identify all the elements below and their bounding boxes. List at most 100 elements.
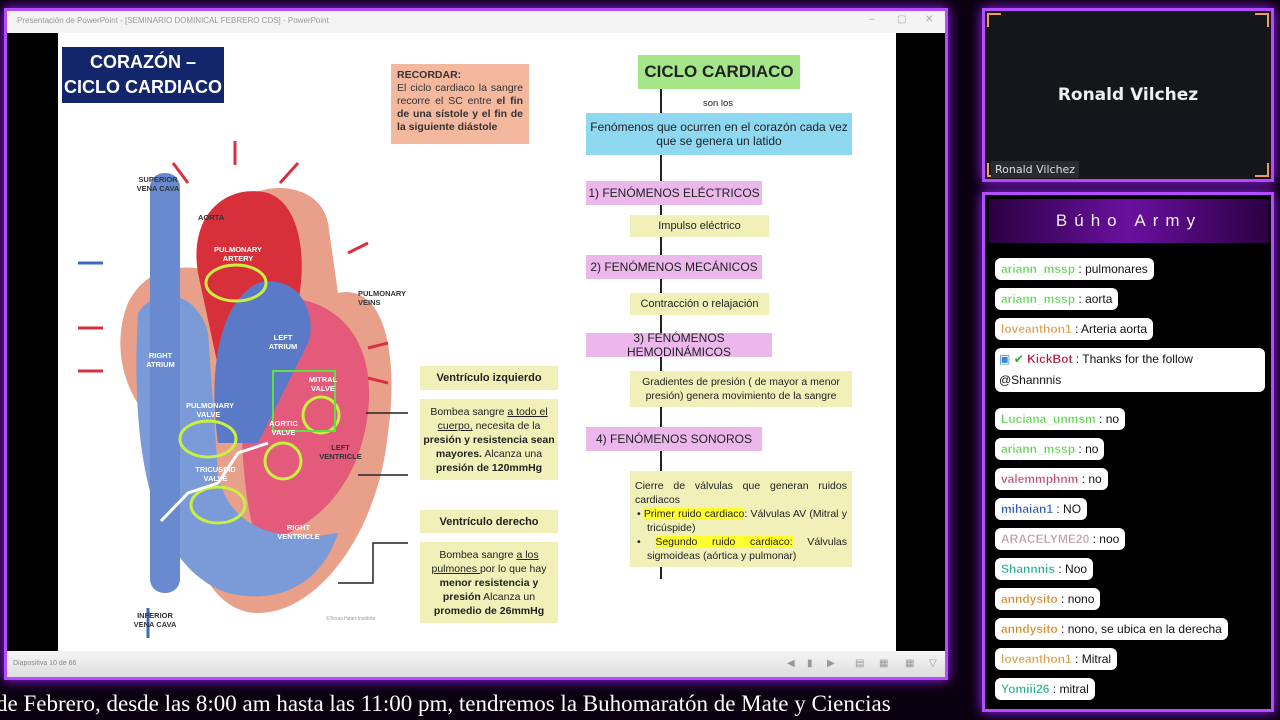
map-f2-desc: Contracción o relajación (630, 293, 769, 315)
chat-message: anndysito : nono, se ubica en la derecha (995, 618, 1228, 640)
chat-username[interactable]: KickBot (1027, 352, 1073, 366)
chat-text: no (1105, 412, 1120, 426)
chat-text-mention: @Shannnis (999, 373, 1062, 387)
chat-username[interactable]: ARACELYME20 (1001, 532, 1090, 546)
chat-text: pulmonares (1085, 262, 1148, 276)
chat-text: Thanks for the follow (1082, 352, 1193, 366)
previous-slide-icon[interactable]: ◀ (787, 658, 795, 669)
first-sound-highlight: Primer ruido cardiaco (643, 508, 745, 520)
recordar-heading: RECORDAR: (397, 69, 462, 81)
chat-text: no (1085, 442, 1099, 456)
chat-username[interactable]: loveanthon1 (1001, 652, 1072, 666)
chat-username[interactable]: mihaian1 (1001, 502, 1054, 516)
vd-label: Ventrículo derecho (420, 510, 558, 533)
vd-description: Bombea sangre a los pulmones por lo que … (420, 542, 558, 623)
vi-t1: Bombea sangre (430, 406, 508, 418)
next-slide-icon[interactable]: ▶ (827, 658, 835, 669)
label-left-ventricle: LEFT VENTRICLE (319, 443, 362, 461)
title-bar: Presentación de PowerPoint - [SEMINARIO … (7, 11, 945, 33)
vi-label: Ventrículo izquierdo (420, 366, 558, 390)
vi-b2: presión de 120mmHg (435, 462, 543, 474)
chat-username[interactable]: anndysito (1001, 592, 1058, 606)
heart-diagram (78, 141, 408, 638)
chat-username[interactable]: loveanthon1 (1001, 322, 1072, 336)
map-son-los: son los (702, 98, 734, 109)
chat-username[interactable]: ariann_mssp (1001, 262, 1076, 276)
chat-username[interactable]: Yomiii26 (1001, 682, 1050, 696)
chat-message: ariann_mssp : no (995, 438, 1105, 460)
chat-text: Arteria aorta (1081, 322, 1148, 336)
slide-title: CORAZÓN – CICLO CARDIACO (62, 47, 224, 103)
chat-text: aorta (1085, 292, 1113, 306)
chat-username[interactable]: valemmphnm (1001, 472, 1079, 486)
label-pulmonary-artery: PULMONARY ARTERY (213, 245, 263, 263)
news-ticker: de Febrero, desde las 8:00 am hasta las … (0, 691, 891, 716)
label-mitral-valve: MITRAL VALVE (308, 375, 338, 393)
participant-tag: Ronald Vilchez (991, 161, 1080, 178)
close-button[interactable]: ✕ (925, 14, 934, 25)
window-title: Presentación de PowerPoint - [SEMINARIO … (17, 16, 329, 25)
verified-icon: ✔ (1013, 352, 1024, 366)
restore-button[interactable]: ▢ (897, 14, 907, 25)
chat-text: no (1088, 472, 1102, 486)
label-aortic-valve: AORTIC VALVE (269, 419, 298, 437)
label-superior-vena-cava: SUPERIOR VENA CAVA (136, 175, 180, 193)
chat-message: ariann_mssp : aorta (995, 288, 1119, 310)
vi-b1: presión y resistencia sean mayores. (423, 434, 555, 460)
chat-message: valemmphnm : no (995, 468, 1108, 490)
chat-message: ariann_mssp : pulmonares (995, 258, 1154, 280)
vd-t1: Bombea sangre (439, 549, 517, 561)
chat-message: anndysito : nono (995, 588, 1101, 610)
vi-t2: necesita de la (472, 420, 541, 432)
participant-name: Ronald Vilchez (1057, 85, 1199, 105)
vd-t2: por lo que hay (479, 563, 547, 575)
label-inferior-vena-cava: INFERIOR VENA CAVA (133, 611, 177, 629)
normal-view-icon[interactable]: ▤ (855, 658, 865, 669)
second-sound-highlight: Segundo ruido cardiaco: (655, 536, 793, 548)
label-left-atrium: LEFT ATRIUM (268, 333, 298, 351)
slide: CORAZÓN – CICLO CARDIACO RECORDAR: El ci… (58, 33, 896, 651)
chat-username[interactable]: ariann_mssp (1001, 442, 1076, 456)
chat-message: Yomiii26 : mitral (995, 678, 1095, 700)
map-definition: Fenómenos que ocurren en el corazón cada… (586, 113, 852, 155)
chat-username[interactable]: Shannnis (1001, 562, 1056, 576)
vi-t3: Alcanza una (481, 448, 543, 460)
label-pulmonary-valve: PULMONARY VALVE (186, 401, 235, 419)
slideshow-icon[interactable]: ▽ (929, 658, 937, 669)
map-f1-desc: Impulso eléctrico (630, 215, 769, 237)
map-f3: 3) FENÓMENOS HEMODINÁMICOS (586, 331, 772, 359)
recordar-bold: el fin de una sístole y el fin de la sig… (397, 95, 523, 133)
first-sound-text: : Válvulas AV (Mitral y tricúspide) (647, 508, 847, 534)
chat-message: Luciana_unmsm : no (995, 408, 1126, 430)
recordar-box: RECORDAR: El ciclo cardiaco la sangre re… (391, 64, 529, 144)
minimize-button[interactable]: – (869, 14, 875, 25)
heart-illustration (78, 141, 408, 638)
map-f1: 1) FENÓMENOS ELÉCTRICOS (586, 181, 762, 205)
map-f4: 4) FENÓMENOS SONOROS (586, 427, 762, 451)
sorter-view-icon[interactable]: ▦ (879, 658, 889, 669)
chat-text: noo (1099, 532, 1120, 546)
slide-sorter-icon[interactable]: ▮ (807, 658, 813, 669)
vd-b1: menor resistencia y presión (439, 577, 539, 603)
vi-description: Bombea sangre a todo el cuerpo, necesita… (420, 399, 558, 480)
map-f2: 2) FENÓMENOS MECÁNICOS (586, 255, 762, 279)
map-title: CICLO CARDIACO (638, 55, 800, 89)
reading-view-icon[interactable]: ▦ (905, 658, 915, 669)
label-right-ventricle: RIGHT VENTRICLE (277, 523, 320, 541)
chat-username[interactable]: anndysito (1001, 622, 1058, 636)
chat-text: nono, se ubica en la derecha (1067, 622, 1222, 636)
vd-u1: a los pulmones (431, 549, 539, 575)
map-f4-desc: Cierre de válvulas que generan ruidos ca… (630, 471, 852, 567)
slide-stage: CORAZÓN – CICLO CARDIACO RECORDAR: El ci… (7, 33, 945, 651)
status-bar: Diapositiva 10 de 66 ◀ ▮ ▶ ▤ ▦ ▦ ▽ (7, 651, 945, 677)
chat-username[interactable]: ariann_mssp (1001, 292, 1076, 306)
chat-message: loveanthon1 : Arteria aorta (995, 318, 1154, 340)
chat-message: ▣ ✔ KickBot : Thanks for the follow@Shan… (995, 348, 1265, 392)
recordar-text: El ciclo cardiaco la sangre recorre el S… (397, 82, 523, 107)
chat-username[interactable]: Luciana_unmsm (1001, 412, 1096, 426)
powerpoint-window: Presentación de PowerPoint - [SEMINARIO … (4, 8, 948, 680)
label-pulmonary-veins: PULMONARY VEINS (358, 289, 406, 307)
chat-message: ARACELYME20 : noo (995, 528, 1126, 550)
chat-message: loveanthon1 : Mitral (995, 648, 1118, 670)
